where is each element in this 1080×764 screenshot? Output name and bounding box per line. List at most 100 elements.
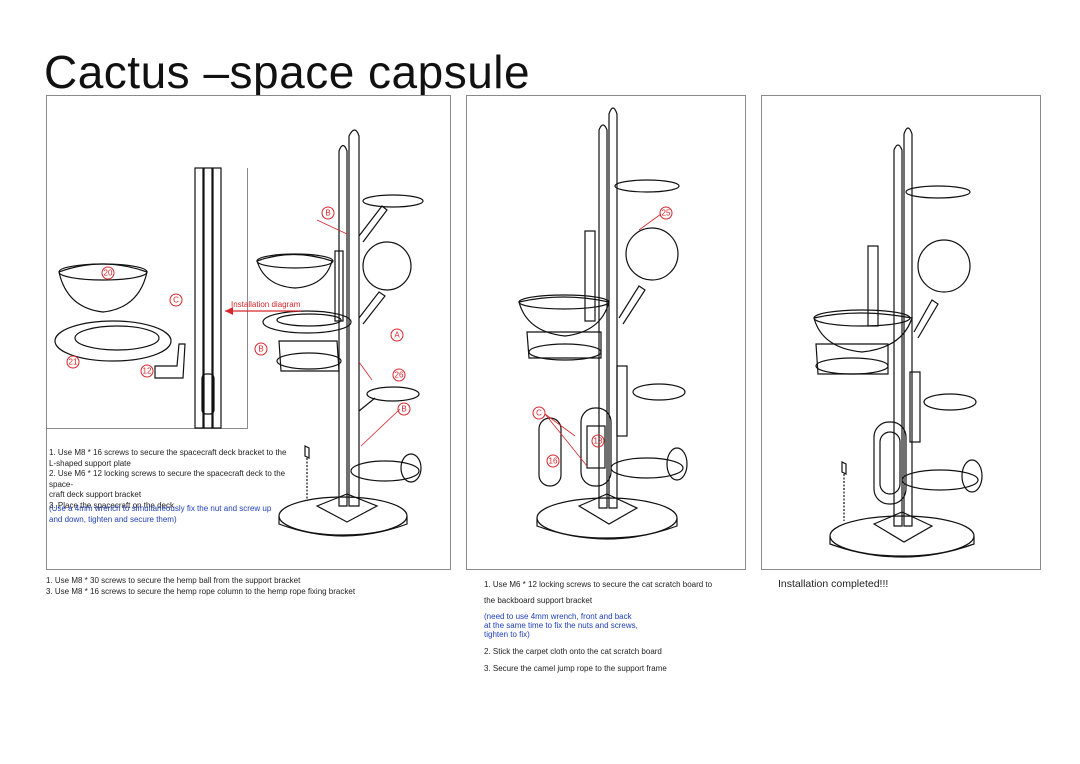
callout-21: 21 (69, 358, 78, 367)
top-platform (362, 194, 424, 208)
panel3-caption: Installation completed!!! (778, 578, 889, 590)
note-line: (Use a 4mm wrench to simultaneously fix … (49, 504, 272, 513)
callout-20: 20 (104, 269, 113, 278)
base-cross (577, 493, 639, 525)
caption-line: 1. Use M6 * 12 locking screws to secure … (484, 580, 713, 589)
mid-platform (366, 386, 420, 402)
caption-line: 2. Stick the carpet cloth onto the cat s… (484, 647, 662, 656)
panel1-steps: 1. Use M8 * 16 screws to secure the spac… (49, 448, 309, 511)
rope-column-2 (616, 365, 628, 437)
base-cross (315, 493, 379, 523)
note-line: and down, tighten and secure them) (49, 514, 177, 524)
assembly-panel-1: 20 C 21 12 B B A 26 B Installation diagr… (46, 95, 451, 570)
inset-pole-strip (212, 167, 222, 429)
base-disk-edge (829, 536, 975, 558)
ball-arm (618, 285, 646, 325)
base-disk-edge (536, 518, 678, 540)
callout-c: C (173, 296, 179, 305)
hemp-ball (917, 239, 971, 293)
main-pole (348, 129, 360, 507)
hemp-ball (625, 227, 679, 281)
callout-b: B (401, 405, 406, 414)
step-line: craft deck support bracket (49, 490, 142, 499)
panel2-note: (need to use 4mm wrench, front and back … (484, 612, 774, 639)
scratch-board-mounted (873, 421, 907, 505)
lower-platform (901, 469, 979, 491)
base-cross (872, 511, 934, 543)
cactus-toy (841, 461, 847, 475)
mid-arm (358, 397, 376, 412)
top-platform (614, 179, 680, 193)
top-platform (905, 185, 971, 199)
caption-line: 3. Secure the camel jump rope to the sup… (484, 663, 667, 673)
assembly-illustration-3 (813, 127, 983, 558)
note-line: tighten to fix) (484, 630, 530, 639)
callout-16: 16 (549, 457, 558, 466)
panel1-note: (Use a 4mm wrench to simultaneously fix … (49, 504, 309, 525)
assembly-panel-3 (761, 95, 1041, 570)
rope-column (334, 250, 344, 322)
lower-platform (610, 457, 684, 479)
lower-platform-end (400, 453, 422, 483)
scratch-board-carpet (586, 425, 606, 469)
side-box (815, 343, 889, 375)
assembly-panel-2: 25 C 13 16 (466, 95, 746, 570)
main-pole (608, 107, 618, 509)
lower-platform-end (666, 447, 688, 481)
main-pole (903, 127, 913, 527)
step-line: 3. Place the spacecraft on the deck (49, 500, 174, 510)
main-pole-left (338, 144, 348, 507)
note-line: at the same time to fix the nuts and scr… (484, 621, 638, 630)
callout-c: C (536, 409, 542, 418)
base-disk-edge (278, 516, 408, 537)
rope-column (584, 230, 596, 322)
cactus-toy (304, 445, 310, 459)
hemp-ball (362, 241, 412, 291)
assembly-illustration-2: 25 C 13 16 (518, 107, 688, 540)
step-line: 2. Use M6 * 12 locking screws to secure … (49, 469, 286, 489)
capsule-bowl-rim (813, 309, 911, 327)
assembly-illustration-1: 20 C 21 12 B B A 26 B Installation diagr… (54, 129, 424, 537)
caption-line: 3. Use M8 * 16 screws to secure the hemp… (46, 586, 356, 596)
main-pole-left (893, 144, 903, 527)
capsule-bowl-rim (256, 253, 334, 269)
side-box-floor (276, 352, 342, 370)
mid-platform (923, 393, 977, 411)
lower-platform-end (961, 459, 983, 493)
note-line: (need to use 4mm wrench, front and back (484, 612, 632, 621)
deck-ring (54, 320, 172, 362)
panel2-caption: 1. Use M6 * 12 locking screws to secure … (484, 580, 774, 674)
bowl-rim (58, 263, 148, 281)
callout-b: B (325, 209, 330, 218)
deck-ring-inner (74, 325, 160, 351)
rope-column-2 (909, 371, 921, 443)
caption-line: 1. Use M8 * 30 screws to secure the hemp… (46, 576, 301, 585)
side-box-floor (528, 343, 602, 361)
installation-diagram-label: Installation diagram (231, 300, 301, 309)
scratch-board-mounted (580, 407, 612, 487)
callout-a: A (394, 331, 400, 340)
side-box-floor (815, 357, 889, 375)
l-bracket (154, 343, 186, 379)
callout-26: 26 (395, 371, 404, 380)
mid-platform (632, 383, 686, 401)
capsule-bowl (256, 253, 333, 289)
caption-line: the backboard support bracket (484, 595, 593, 605)
capsule-bowl-rim (518, 294, 610, 310)
main-pole-left (598, 124, 608, 509)
ball-arm (358, 291, 386, 325)
inset-bracket-lower (201, 373, 215, 415)
capsule-deck-inner (276, 313, 342, 327)
detail-inset (47, 168, 248, 429)
side-box (278, 340, 340, 372)
lower-platform (350, 460, 420, 482)
panel1-caption: 1. Use M8 * 30 screws to secure the hemp… (46, 576, 456, 597)
top-arm (358, 205, 388, 243)
callout-25: 25 (662, 209, 671, 218)
installation-arrow-head (225, 307, 233, 315)
step-line: 1. Use M8 * 16 screws to secure the spac… (49, 448, 287, 457)
ball-arm (913, 299, 939, 339)
scratch-board-carpet (879, 431, 901, 495)
step-line: L-shaped support plate (49, 458, 131, 468)
scratch-board (538, 417, 562, 487)
